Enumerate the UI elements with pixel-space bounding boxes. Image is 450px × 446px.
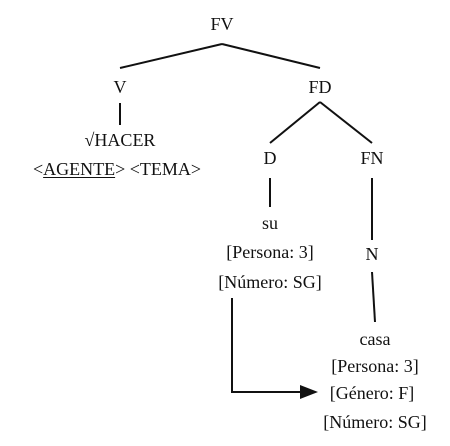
node-casa: casa: [359, 329, 391, 349]
node-su: su: [261, 213, 279, 233]
node-root-hacer: √HACER: [84, 130, 156, 150]
node-d: D: [263, 148, 277, 168]
edge-fd-d: [269, 101, 321, 144]
argument-structure: <AGENTE> <TEMA>: [33, 159, 201, 179]
arg-close-bracket: >: [115, 159, 126, 179]
casa-feature-persona: [Persona: 3]: [331, 356, 419, 376]
agreement-arrow-head: [300, 385, 318, 399]
arg-agente: AGENTE: [43, 159, 116, 179]
node-v: V: [113, 77, 127, 97]
node-n: N: [365, 244, 379, 264]
su-feature-numero: [Número: SG]: [218, 272, 322, 292]
edge-n-casa: [371, 271, 376, 323]
agreement-arrow-line: [231, 298, 300, 393]
edge-fv-v: [119, 43, 223, 69]
node-fd: FD: [308, 77, 332, 97]
su-feature-persona: [Persona: 3]: [226, 242, 314, 262]
node-fn: FN: [360, 148, 384, 168]
node-fv: FV: [210, 14, 234, 34]
edge-fd-fn: [319, 101, 373, 144]
casa-feature-numero: [Número: SG]: [323, 412, 427, 432]
arg-tema: <TEMA>: [129, 159, 202, 179]
casa-feature-genero: [Género: F]: [329, 383, 415, 403]
edge-fv-fd: [221, 43, 321, 69]
arg-open-bracket: <: [32, 159, 44, 179]
